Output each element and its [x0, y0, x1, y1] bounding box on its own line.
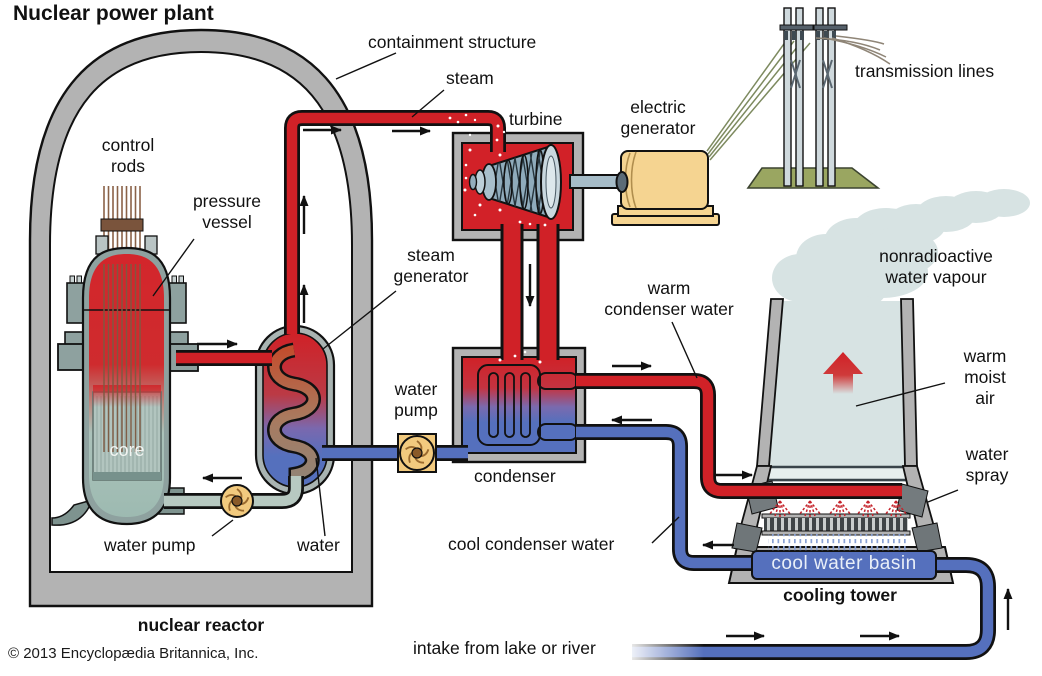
steam-sparkles [448, 113, 547, 364]
copyright-notice: © 2013 Encyclopædia Britannica, Inc. [8, 645, 259, 662]
water-vapour-cloud [772, 189, 1030, 314]
label-cool-condenser-water: cool condenser water [448, 534, 615, 554]
reactor-pressure-vessel [51, 186, 199, 526]
label-steam: steam [446, 68, 494, 88]
condenser-coils [477, 364, 579, 446]
label-turbine: turbine [509, 109, 563, 129]
leader-lines [152, 52, 959, 544]
electric-generator-shape [611, 150, 720, 226]
label-control-rods: control rods [101, 135, 155, 176]
label-cooling-tower: cooling tower [783, 585, 897, 605]
primary-cold-leg-pipe [164, 476, 304, 509]
transmission-towers [706, 7, 891, 189]
label-electric-generator: electric generator [620, 97, 696, 138]
pipes [164, 110, 996, 662]
label-intake-from-lake-or-river: intake from lake or river [413, 638, 596, 658]
label-water-spray: water spray [965, 444, 1009, 485]
label-condenser: condenser [474, 466, 556, 486]
intake-pipe [624, 557, 996, 662]
falling-water-shape [768, 534, 908, 553]
label-nonradioactive-water-vapour: nonradioactive water vapour [879, 246, 993, 287]
primary-water-pump [220, 484, 254, 518]
warm-condenser-water-pipe [576, 373, 902, 499]
generator-wires [706, 40, 811, 161]
label-cool-water-basin: cool water basin [771, 553, 917, 574]
outgoing-wires [815, 35, 891, 65]
steam-generator-shape [254, 324, 336, 496]
turbine-shaft [569, 174, 623, 189]
page-title: Nuclear power plant [13, 2, 214, 25]
label-steam-generator: steam generator [393, 245, 469, 286]
tower-base [746, 167, 881, 189]
label-warm-moist-air: warm moist air [963, 346, 1007, 408]
label-water-pump-primary: water pump [104, 535, 196, 555]
secondary-water-pump [397, 433, 437, 473]
cool-condenser-water-pipe [576, 424, 758, 571]
tower-poles [783, 7, 836, 187]
label-containment-structure: containment structure [368, 32, 537, 52]
label-nuclear-reactor: nuclear reactor [137, 615, 265, 635]
label-transmission-lines: transmission lines [855, 61, 995, 81]
flow-arrows [197, 125, 1013, 641]
label-pressure-vessel: pressure vessel [192, 191, 262, 232]
turbine-to-condenser-pipes [500, 224, 560, 360]
label-water-pump-secondary: water pump [394, 379, 438, 420]
condenser-housing [451, 346, 587, 464]
label-warm-condenser-water: warm condenser water [604, 278, 734, 319]
warm-air-up-arrow [823, 352, 863, 394]
label-water: water [297, 535, 340, 555]
fill-grating [761, 513, 911, 536]
label-core: core [109, 440, 145, 460]
steam-pipe [284, 110, 506, 334]
